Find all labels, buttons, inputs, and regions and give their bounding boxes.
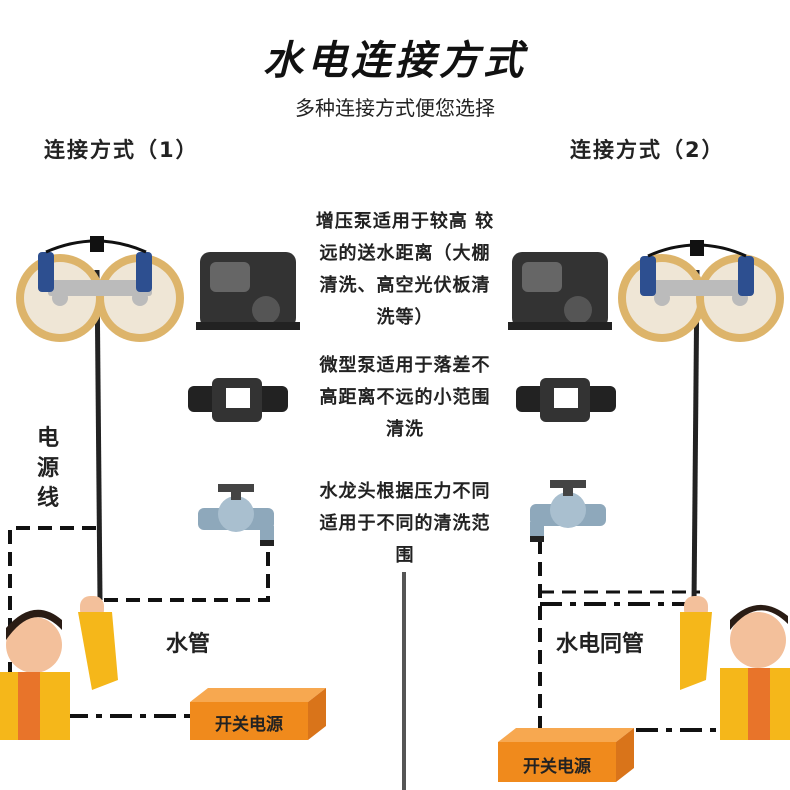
switch-power-label-left: 开关电源 — [215, 715, 283, 735]
right-brush-head — [618, 240, 784, 342]
power-line-label: 电源线 — [36, 426, 59, 511]
desc-line: 高距离不远的小范围 — [319, 387, 491, 408]
desc-line: 清洗、高空光伏板清 — [319, 275, 491, 296]
page-subtitle: 多种连接方式便您选择 — [295, 96, 495, 120]
faucet-description: 水龙头根据压力不同 适用于不同的清洗范 围 — [300, 476, 510, 572]
desc-line: 清洗 — [386, 419, 424, 440]
page-title: 水电连接方式 — [263, 38, 527, 84]
micro-pump-right — [516, 378, 616, 422]
left-power-line — [8, 526, 96, 720]
water-power-pipe-label: 水电同管 — [556, 632, 645, 657]
left-pole — [94, 269, 103, 601]
faucet-left — [198, 484, 274, 546]
micro-pump-left — [188, 378, 288, 422]
desc-line: 围 — [395, 545, 415, 566]
booster-pump-right — [508, 252, 612, 330]
faucet-right — [530, 480, 606, 542]
desc-line: 适用于不同的清洗范 — [319, 513, 491, 534]
right-pole — [691, 269, 700, 605]
water-pipe-label: 水管 — [166, 632, 211, 657]
desc-line: 水龙头根据压力不同 — [319, 481, 491, 502]
switch-power-box-right — [498, 728, 634, 782]
left-water-pipe — [104, 548, 270, 602]
left-brush-head — [16, 236, 184, 342]
right-person — [680, 596, 790, 740]
left-person — [0, 596, 118, 740]
switch-power-box-left — [190, 688, 326, 740]
desc-line: 增压泵适用于较高 较 — [315, 211, 495, 232]
desc-line: 远的送水距离（大棚 — [319, 243, 491, 264]
desc-line: 洗等） — [376, 307, 434, 328]
method-1-label: 连接方式（1） — [44, 138, 199, 162]
booster-pump-description: 增压泵适用于较高 较 远的送水距离（大棚 清洗、高空光伏板清 洗等） — [300, 206, 510, 334]
micro-pump-description: 微型泵适用于落差不 高距离不远的小范围 清洗 — [300, 350, 510, 446]
right-water-pipe — [530, 540, 542, 732]
desc-line: 微型泵适用于落差不 — [319, 355, 491, 376]
method-2-label: 连接方式（2） — [570, 138, 725, 162]
switch-power-label-right: 开关电源 — [523, 757, 591, 777]
booster-pump-left — [196, 252, 300, 330]
